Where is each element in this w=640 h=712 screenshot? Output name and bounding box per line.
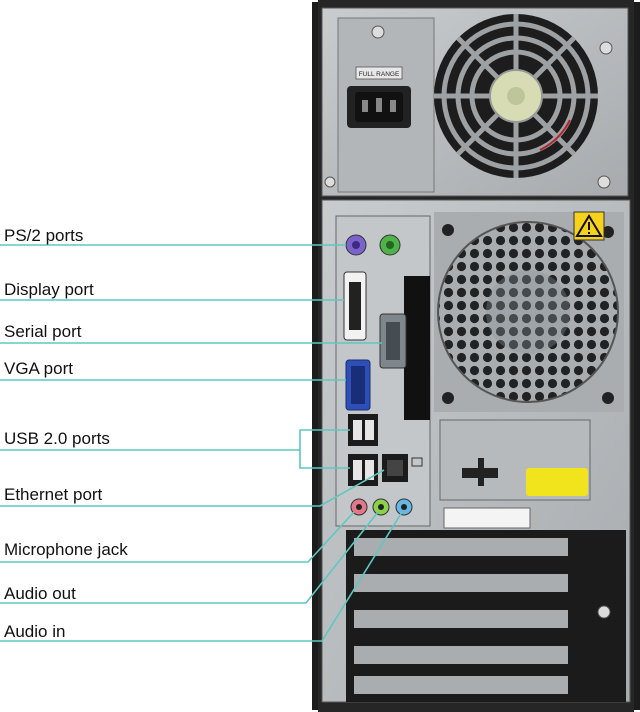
label-ethernet-port: Ethernet port bbox=[4, 485, 103, 504]
leader-line-ethernet bbox=[0, 469, 385, 507]
microphone-jack bbox=[350, 498, 368, 516]
label-audio-in: Audio in bbox=[4, 622, 66, 641]
label-audio-out: Audio out bbox=[4, 584, 76, 603]
label-serial-port: Serial port bbox=[4, 322, 82, 341]
power-inlet bbox=[347, 86, 411, 128]
leader-line-mic bbox=[0, 511, 355, 563]
label-ps2-ports: PS/2 ports bbox=[4, 226, 84, 245]
audio-out-jack bbox=[372, 498, 390, 516]
usb-ports bbox=[348, 414, 378, 486]
leader-line-usb-2 bbox=[299, 450, 350, 469]
screw-icon bbox=[324, 25, 613, 189]
power-supply: FULL RANGE bbox=[321, 7, 629, 197]
label-usb-ports: USB 2.0 ports bbox=[4, 429, 110, 448]
psu-label-text: FULL RANGE bbox=[359, 71, 400, 78]
label-microphone-jack: Microphone jack bbox=[4, 540, 128, 559]
leader-line-usb bbox=[0, 429, 350, 451]
expansion-slots bbox=[346, 507, 626, 702]
io-slot-bracket bbox=[404, 276, 430, 420]
label-display-port: Display port bbox=[4, 280, 94, 299]
audio-in-jack bbox=[395, 498, 413, 516]
psu-label-sticker bbox=[355, 66, 403, 80]
case-fan-grille bbox=[434, 212, 624, 412]
ps2-ports bbox=[345, 234, 401, 256]
ethernet-port bbox=[382, 454, 408, 482]
network-icon bbox=[411, 457, 423, 467]
display-port bbox=[343, 271, 367, 341]
lock-bracket bbox=[439, 419, 591, 501]
leader-lines bbox=[0, 244, 403, 642]
warning-icon bbox=[573, 211, 605, 241]
psu-fan bbox=[434, 14, 598, 178]
vga-port bbox=[345, 359, 371, 411]
yellow-tag bbox=[526, 468, 588, 496]
serial-port bbox=[379, 313, 407, 369]
leader-line-audio-in bbox=[0, 511, 403, 642]
leader-line-audio-out bbox=[0, 511, 379, 604]
label-vga-port: VGA port bbox=[4, 359, 73, 378]
